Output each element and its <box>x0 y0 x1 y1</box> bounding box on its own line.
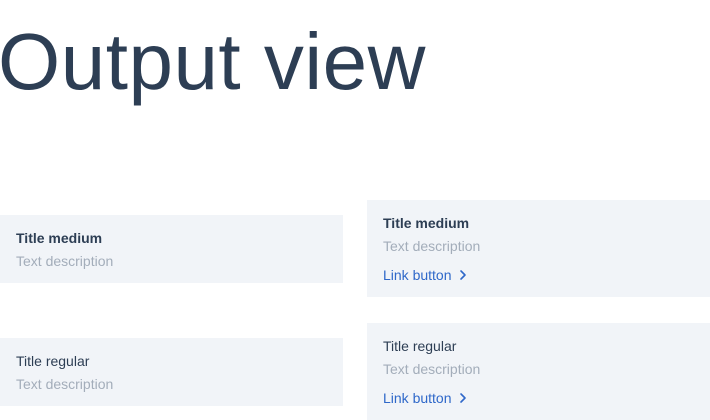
card-description: Text description <box>383 361 481 377</box>
card-description: Text description <box>16 253 114 269</box>
card-title: Title regular <box>16 353 90 369</box>
card-description: Text description <box>16 376 114 392</box>
chevron-right-icon <box>459 393 466 403</box>
output-card-regular: Title regular Text description <box>0 338 343 406</box>
link-button-label: Link button <box>383 390 452 406</box>
link-button[interactable]: Link button <box>383 266 468 284</box>
page-title: Output view <box>0 17 426 106</box>
output-card-regular-with-link: Title regular Text description Link butt… <box>367 323 710 420</box>
card-title: Title medium <box>16 230 103 246</box>
output-card-medium: Title medium Text description <box>0 215 343 283</box>
card-title: Title medium <box>383 215 470 231</box>
output-card-medium-with-link: Title medium Text description Link butto… <box>367 200 710 297</box>
link-button-label: Link button <box>383 267 452 283</box>
card-title: Title regular <box>383 338 457 354</box>
card-description: Text description <box>383 238 481 254</box>
chevron-right-icon <box>459 270 466 280</box>
link-button[interactable]: Link button <box>383 389 468 407</box>
